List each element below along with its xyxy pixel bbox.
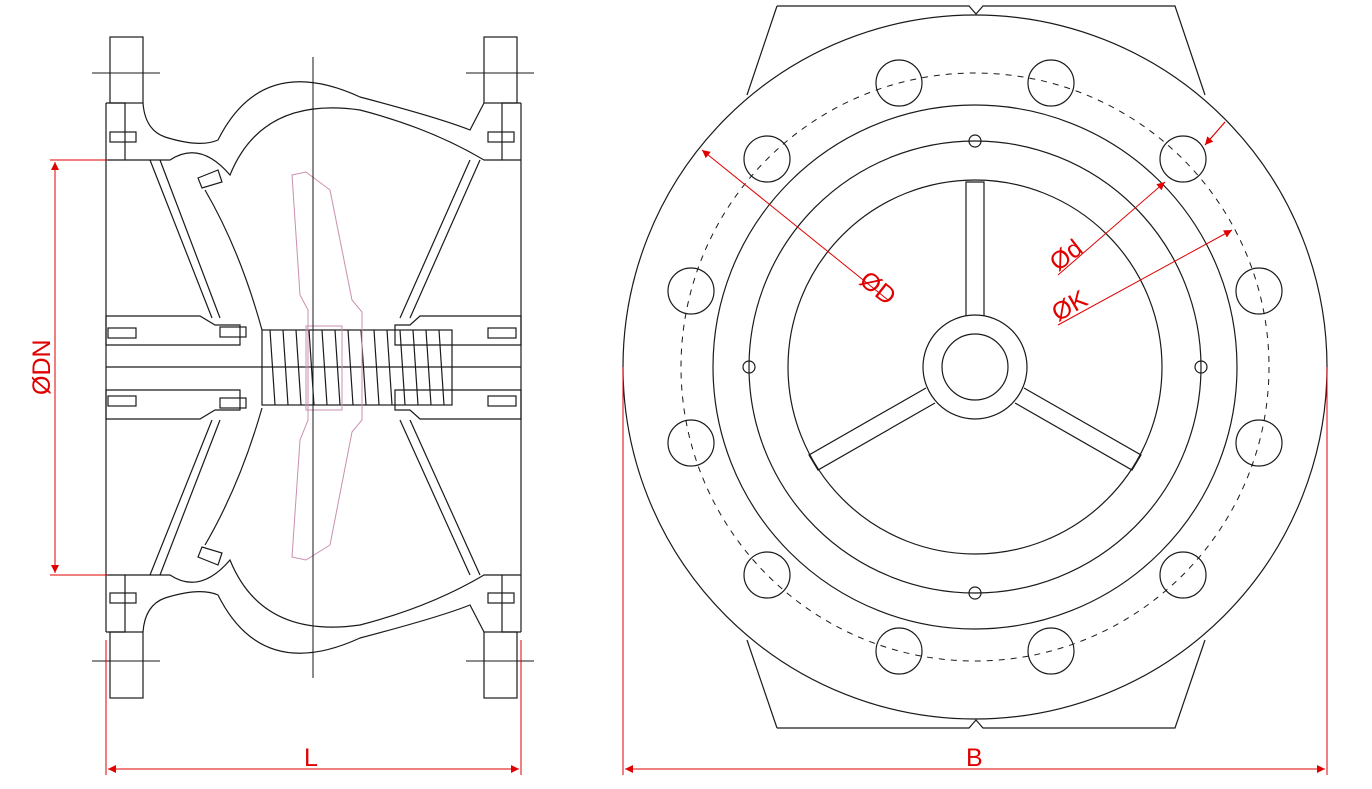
side-view [92,36,534,699]
valve-disc [291,171,363,561]
outer-diameter-label: ØD [854,266,901,311]
spokes [808,181,1142,471]
body-top-inner [125,107,502,177]
outer-diameter-leader [701,149,889,301]
spring [269,329,445,406]
outlet-shaft-housing-top [394,315,522,346]
body-bottom-outline [142,591,485,654]
length-label: L [304,744,318,772]
seat-ring-outer [748,140,1202,594]
body-top-outline [142,81,485,144]
raised-face-circle [712,104,1238,630]
bolt-hole-label: Ød [1044,234,1088,277]
body-bottom-inner [125,558,502,628]
bolt-circle-label: ØK [1047,285,1093,327]
left-flange-lug-bottom [109,631,144,699]
body-frame-bottom [777,639,1206,729]
inlet-shaft-housing-top [105,315,241,346]
dimensions: ØDN L B ØD Ød ØK [28,121,1328,775]
hub-outer [922,314,1028,420]
outlet-shaft-housing-bottom [394,389,522,420]
seat-ring-inner [787,179,1163,555]
bolt-circle [680,72,1270,662]
right-flange-lug-bottom [483,631,518,699]
bolt-holes [667,59,1283,675]
width-label: B [966,744,983,772]
spring-housing [261,329,453,406]
bolt-hole-leader [1204,121,1226,146]
right-flange-lug-top [483,36,518,104]
outer-flange-circle [622,14,1328,720]
body-frame-top [777,5,1206,96]
front-view [622,5,1328,729]
left-flange-lug-top [109,36,144,104]
hub-inner [941,333,1009,401]
dn-label: ØDN [28,339,56,395]
bolt-circle-leader [1057,229,1233,326]
outlet-taper [399,159,481,576]
inlet-shaft-housing-bottom [105,389,241,420]
inlet-taper [149,159,221,576]
